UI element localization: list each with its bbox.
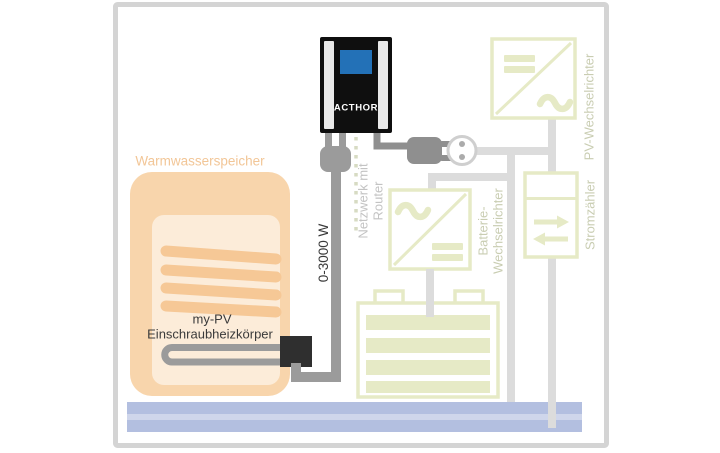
power-range-label: 0-3000 W: [316, 223, 332, 283]
network-label-line2: Router: [371, 181, 386, 221]
heater-label-line2: Einschraubheizkörper: [147, 326, 273, 342]
hot-water-tank: [130, 172, 290, 396]
immersion-heater-icon: [161, 336, 312, 367]
meter-label: Stromzähler: [582, 179, 598, 251]
acthor-display: [340, 50, 372, 74]
heating-coil-icon: [160, 245, 282, 318]
water-pipe-bar: [127, 402, 582, 432]
pv-inverter-icon: [490, 37, 577, 120]
network-label: Netzwerk mit Router: [356, 163, 387, 238]
battery-inverter-icon: [388, 188, 472, 271]
acthor-device-label: ACTHOR: [333, 102, 379, 114]
pv-inverter-label: PV-Wechselrichter: [581, 53, 597, 161]
wiring-lines: [428, 118, 556, 428]
acthor-device: [320, 37, 392, 133]
battery-inverter-label: Batterie- Wechselrichter: [476, 188, 507, 274]
power-cable: [291, 166, 341, 382]
electricity-meter-icon: [523, 171, 579, 259]
tank-label: Warmwasserspeicher: [135, 153, 265, 169]
socket-icon: [446, 135, 478, 166]
battery-inverter-label-line1: Batterie-: [475, 206, 491, 256]
network-label-line1: Netzwerk mit: [355, 163, 371, 239]
heater-label-line1: my-PV: [192, 311, 232, 327]
acthor-plug-icon: [320, 132, 351, 172]
battery-icon: [356, 289, 500, 399]
battery-inverter-label-line2: Wechselrichter: [491, 188, 506, 274]
heater-terminal-block: [280, 336, 312, 367]
mains-cord: [373, 131, 409, 150]
